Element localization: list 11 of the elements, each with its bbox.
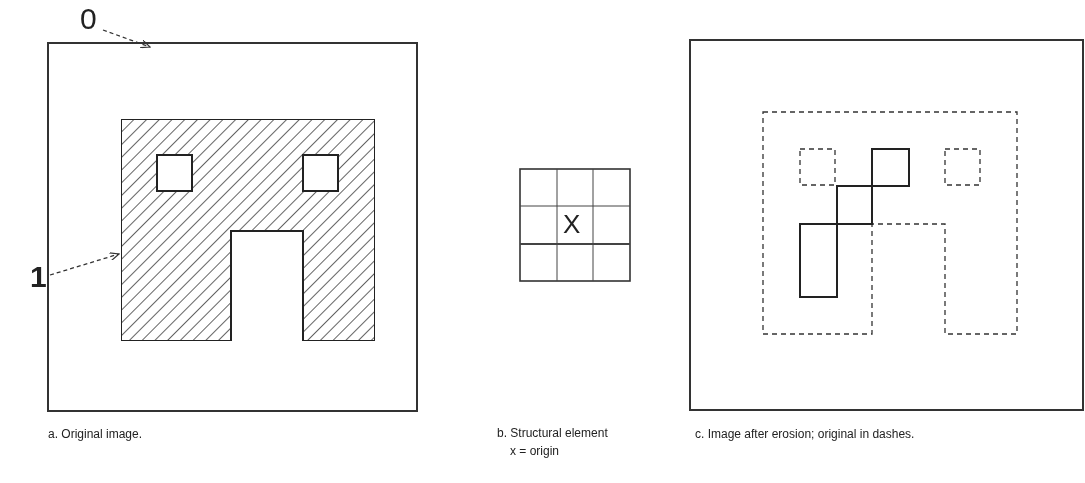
- leader-line: [49, 252, 120, 276]
- leader-line: [102, 29, 151, 49]
- callout-number: 1: [30, 262, 47, 292]
- caption: c. Image after erosion; original in dashes.: [695, 428, 915, 442]
- hatched-shape: [121, 119, 375, 341]
- caption: a. Original image.: [48, 428, 143, 442]
- caption: x = origin: [510, 445, 560, 459]
- caption: b. Structural element: [497, 427, 608, 441]
- callout-number: 0: [80, 4, 97, 34]
- image-frame: [47, 42, 418, 412]
- origin-mark: X: [563, 210, 581, 239]
